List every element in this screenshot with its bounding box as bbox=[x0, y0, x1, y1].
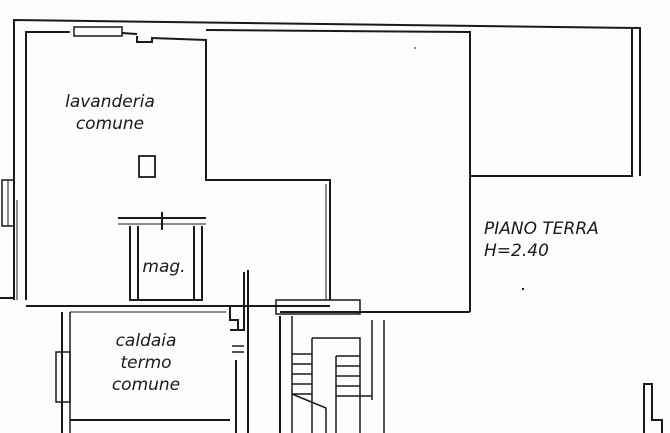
laundry-label-line2: comune bbox=[75, 114, 145, 134]
boiler-room-walls bbox=[55, 270, 249, 433]
floor-name: PIANO TERRA bbox=[484, 219, 599, 239]
staircase bbox=[291, 320, 385, 433]
floor-label: PIANO TERRA H=2.40 bbox=[484, 218, 599, 262]
bottom-right-detail bbox=[643, 383, 663, 433]
storage-label: mag. bbox=[136, 256, 192, 278]
boiler-label-line1: caldaia bbox=[115, 331, 177, 351]
boiler-label: caldaia termo comune bbox=[96, 330, 196, 396]
outer-walls bbox=[0, 18, 641, 300]
top-window bbox=[73, 26, 123, 37]
storage-label-text: mag. bbox=[142, 257, 186, 277]
main-hall-walls bbox=[205, 28, 633, 433]
storage-walls bbox=[118, 212, 206, 301]
laundry-label-line1: lavanderia bbox=[65, 92, 155, 112]
marks bbox=[414, 47, 524, 290]
left-window bbox=[1, 179, 15, 227]
floor-height: H=2.40 bbox=[484, 241, 549, 261]
laundry-label: lavanderia comune bbox=[54, 91, 166, 135]
boiler-label-line3: comune bbox=[111, 375, 181, 395]
boiler-label-line2: termo bbox=[120, 353, 172, 373]
